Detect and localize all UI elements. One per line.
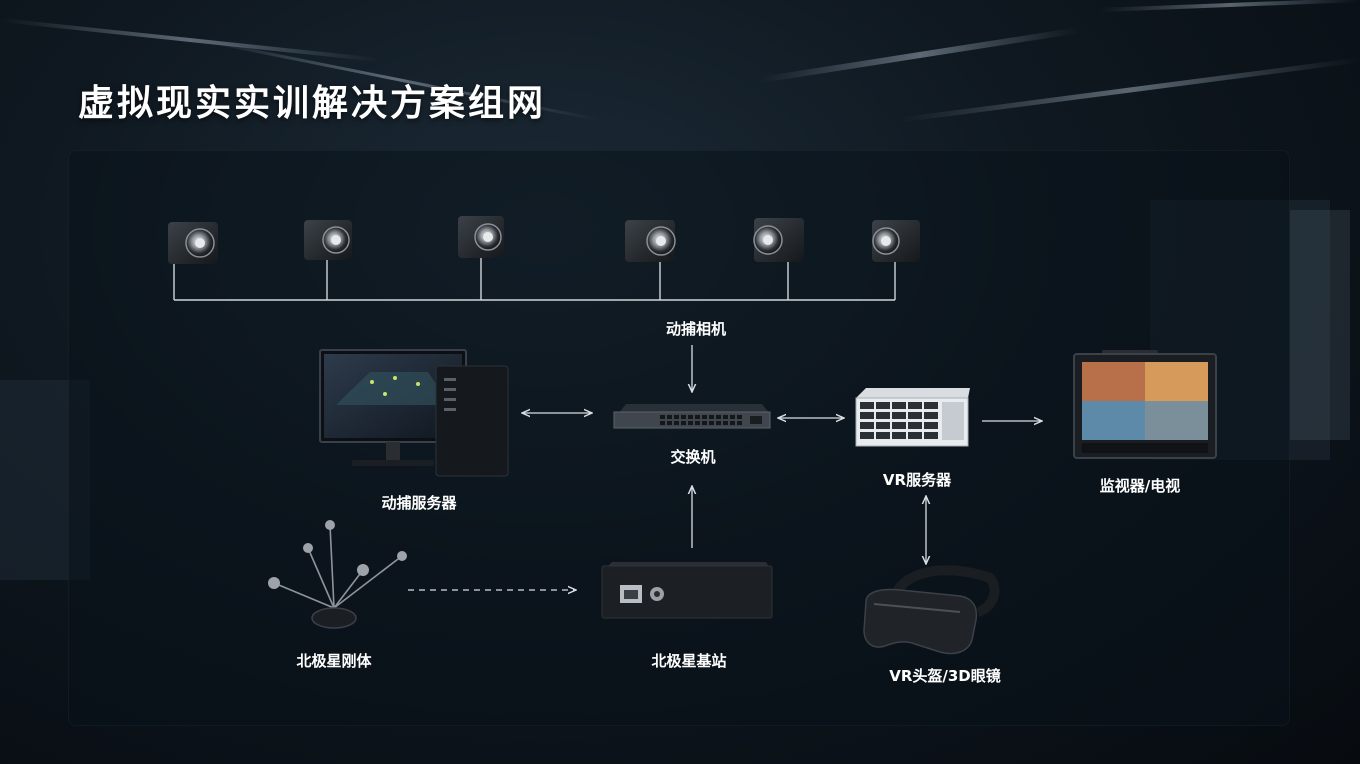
vr-headset-icon <box>863 565 1000 655</box>
camera-bus <box>173 256 896 301</box>
label-mocap-server: 动捕服务器 <box>381 494 457 512</box>
monitor-icon <box>1073 350 1217 459</box>
mocap-server-icon <box>319 349 509 477</box>
mocap-camera-icon <box>872 220 920 262</box>
mocap-camera-icon <box>168 222 218 264</box>
mocap-camera-icon <box>753 218 804 262</box>
base-station-icon <box>601 562 773 619</box>
label-monitor: 监视器/电视 <box>1099 477 1181 495</box>
mocap-camera-icon <box>304 220 352 260</box>
mocap-camera-icon <box>458 216 504 258</box>
mocap-camera-icon <box>625 220 676 262</box>
switch-icon <box>613 404 771 429</box>
label-rigid-body: 北极星刚体 <box>296 652 372 670</box>
vr-server-icon <box>855 388 970 447</box>
label-switch: 交换机 <box>670 448 716 466</box>
connection-arrows <box>408 345 1042 590</box>
rigid-body-icon <box>268 520 407 629</box>
label-vr-headset: VR头盔/3D眼镜 <box>889 667 1001 685</box>
label-mocap-camera: 动捕相机 <box>665 320 727 338</box>
label-vr-server: VR服务器 <box>882 471 952 489</box>
label-base-station: 北极星基站 <box>651 652 727 670</box>
page-title: 虚拟现实实训解决方案组网 <box>78 83 547 124</box>
